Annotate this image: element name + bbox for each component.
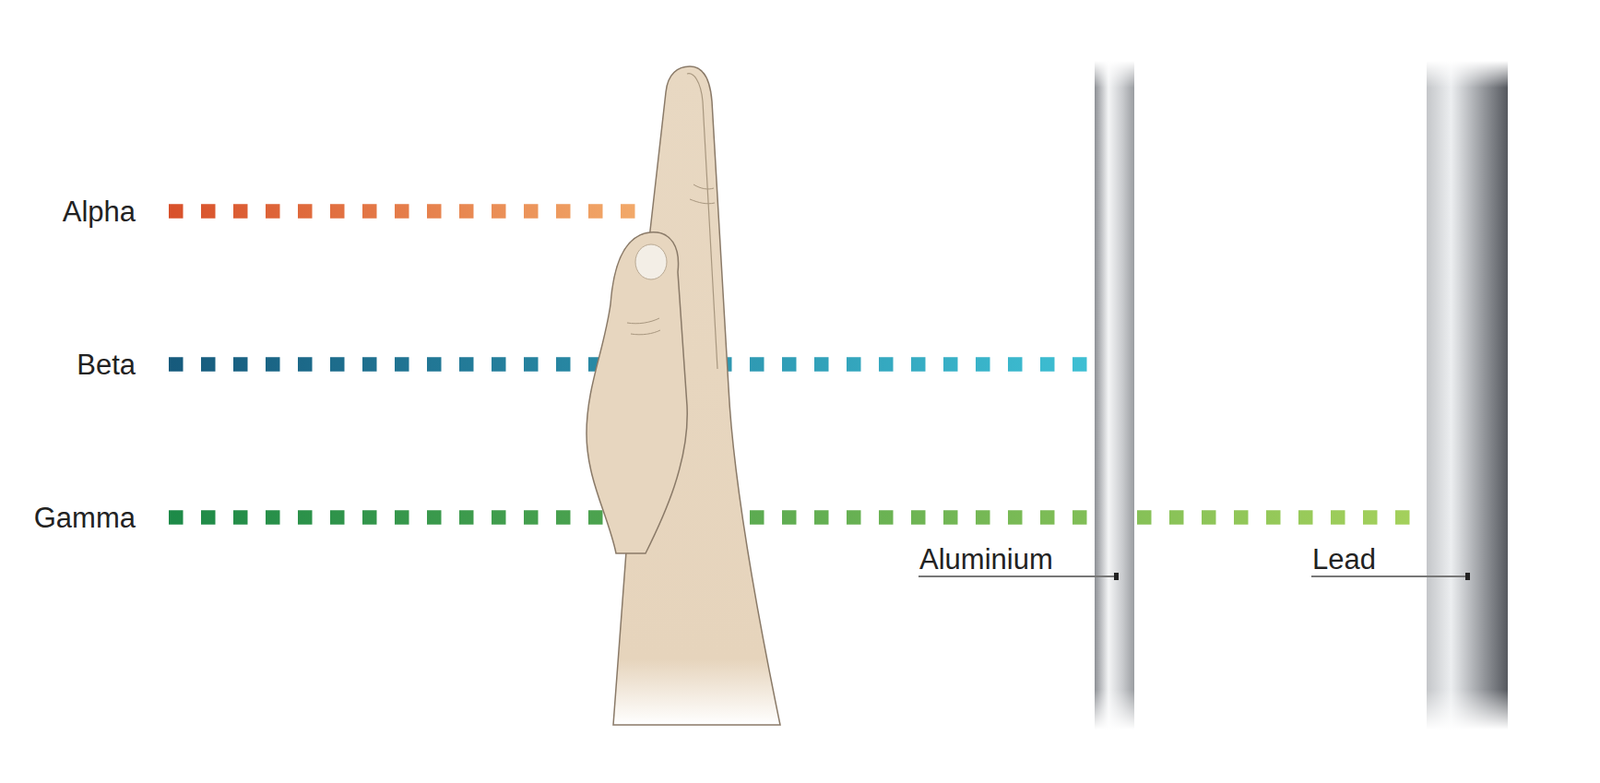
gamma-path xyxy=(168,509,1427,525)
lead-plate xyxy=(1426,60,1508,730)
leader-end xyxy=(1114,572,1119,581)
alpha-path xyxy=(168,203,646,219)
ray-label: Alpha xyxy=(62,197,136,226)
ray-label: Gamma xyxy=(34,503,136,533)
leader-end xyxy=(1465,572,1470,581)
material-label: Lead xyxy=(1312,545,1376,574)
material-label: Aluminium xyxy=(919,545,1054,574)
leader-line xyxy=(918,575,1116,578)
hand xyxy=(586,66,781,725)
ray-label: Beta xyxy=(76,350,136,380)
leader-line xyxy=(1311,575,1468,578)
aluminium-plate xyxy=(1094,60,1135,730)
